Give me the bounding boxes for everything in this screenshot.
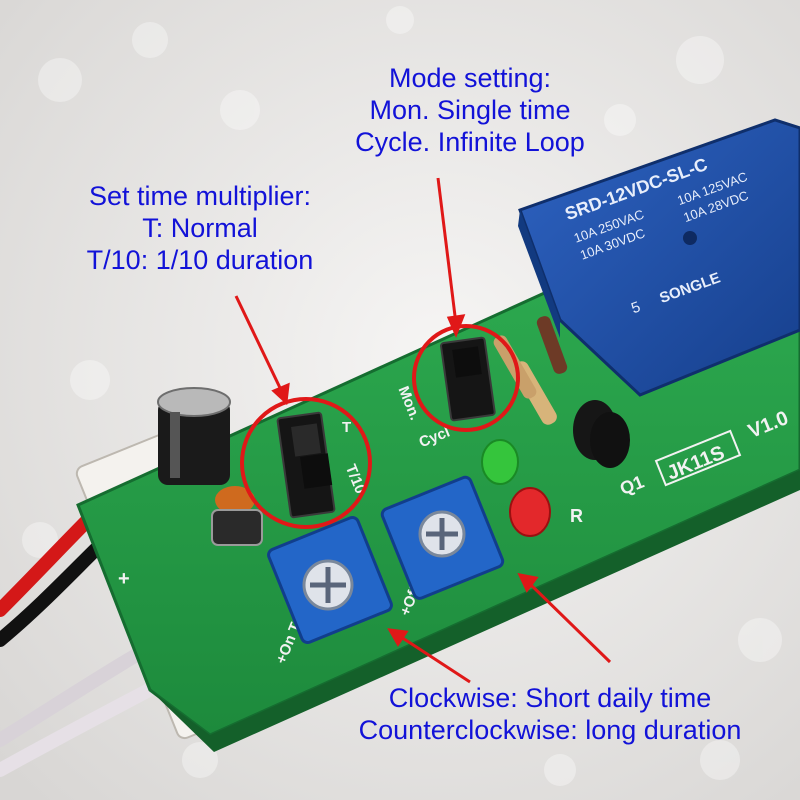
mode-highlight-circle — [412, 324, 520, 432]
relay: SRD-12VDC-SL-C 10A 250VAC 10A 125VAC 10A… — [518, 118, 800, 397]
leds — [481, 439, 551, 537]
red-led — [509, 487, 551, 537]
jumper-mode — [440, 336, 496, 422]
jumper-multiplier — [276, 411, 336, 519]
multiplier-highlight-circle — [240, 397, 372, 529]
plus-label: + — [118, 568, 130, 590]
mode-annotation-title: Mode setting: — [388, 63, 552, 93]
mode-annotation-line-2: Cycle. Infinite Loop — [355, 127, 585, 157]
multiplier-annotation: Set time multiplier: T: Normal T/10: 1/1… — [50, 180, 350, 276]
knob-annotation: Clockwise: Short daily time Counterclock… — [300, 682, 800, 746]
electrolytic-capacitor — [157, 387, 231, 485]
knob-annotation-line-2: Counterclockwise: long duration — [358, 715, 742, 745]
mode-annotation: Mode setting: Mon. Single time Cycle. In… — [300, 62, 640, 158]
foam-texture — [22, 6, 782, 786]
annotation-markers — [240, 324, 520, 529]
multiplier-annotation-line-2: T/10: 1/10 duration — [86, 245, 314, 275]
multiplier-annotation-line-1: T: Normal — [142, 213, 258, 243]
mode-annotation-line-1: Mon. Single time — [369, 95, 571, 125]
r-label: R — [570, 506, 583, 526]
potentiometer-off — [380, 475, 505, 600]
transistor — [590, 412, 630, 468]
annotation-arrows — [234, 177, 612, 684]
green-led — [481, 439, 519, 485]
multiplier-annotation-title: Set time multiplier: — [88, 181, 312, 211]
t-label: T — [342, 419, 351, 436]
potentiometer-on — [267, 515, 393, 645]
knob-annotation-line-1: Clockwise: Short daily time — [388, 683, 712, 713]
